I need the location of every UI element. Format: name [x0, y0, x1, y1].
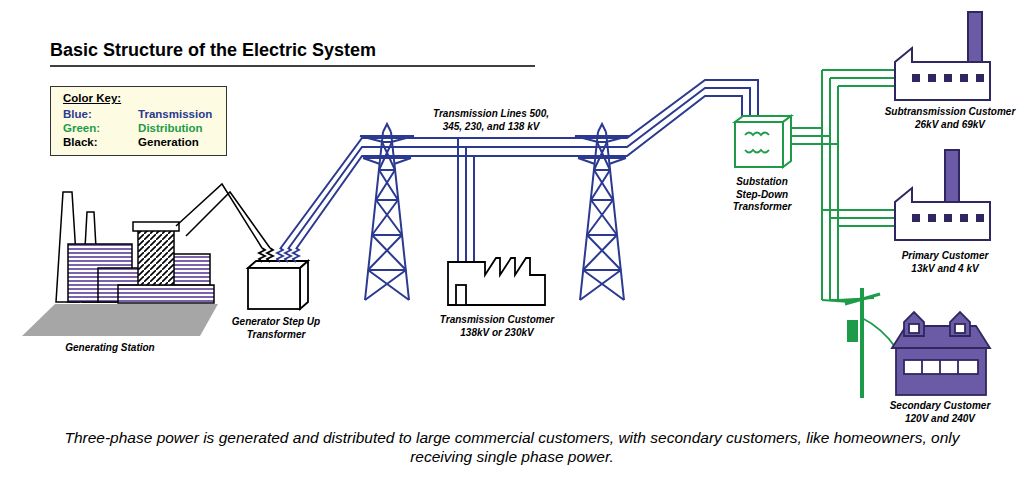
subtransmission-factory	[928, 74, 936, 82]
generating-station	[118, 285, 214, 303]
step-down-transformer	[735, 122, 783, 167]
subtransmission-factory	[960, 74, 968, 82]
subtransmission-factory	[976, 74, 984, 82]
house	[892, 312, 990, 395]
key-entry: Black:	[63, 136, 100, 148]
distribution-pole	[847, 320, 858, 342]
step-down-transformer	[735, 116, 791, 167]
step-up-transformer	[248, 248, 308, 309]
component-label: Primary Customer 13kV and 4 kV	[895, 250, 995, 275]
generating-station	[176, 184, 262, 248]
diagram-title: Basic Structure of the Electric System	[50, 40, 376, 61]
subtransmission-factory	[895, 12, 990, 100]
house	[909, 324, 919, 333]
subtransmission-factory	[895, 48, 990, 100]
component-label: Generating Station	[40, 342, 180, 355]
step-up-transformer	[259, 248, 273, 262]
generating-station	[22, 184, 270, 336]
primary-factory	[960, 214, 968, 222]
component-label: Subtransmission Customer 26kV and 69kV	[882, 106, 1018, 131]
primary-factory	[976, 214, 984, 222]
transmission-customer-factory	[448, 258, 545, 305]
transmission-tower	[360, 124, 414, 300]
generating-station	[172, 254, 210, 286]
subtransmission-factory	[944, 74, 952, 82]
distribution-lines	[822, 70, 895, 86]
key-entry: Generation	[138, 136, 212, 148]
generating-station	[133, 222, 179, 231]
distribution-pole	[862, 318, 896, 348]
step-up-transformer	[277, 248, 299, 262]
transmission-lines	[280, 80, 758, 262]
generating-station	[22, 304, 218, 336]
transmission-lines	[296, 96, 742, 249]
house	[955, 324, 965, 333]
key-heading: Color Key:	[63, 92, 212, 104]
step-up-transformer	[248, 268, 300, 309]
step-down-transformer	[745, 133, 769, 153]
distribution-pole	[860, 288, 864, 398]
primary-factory	[895, 188, 990, 240]
distribution-lines	[822, 210, 895, 226]
primary-factory	[945, 150, 959, 202]
step-up-transformer	[248, 261, 308, 268]
transmission-lines	[458, 138, 474, 262]
house	[922, 360, 958, 374]
step-down-transformer	[783, 116, 791, 167]
distribution-lines	[822, 70, 838, 300]
distribution-pole	[845, 294, 880, 304]
step-up-transformer	[300, 261, 308, 309]
key-entry: Distribution	[138, 122, 212, 134]
component-label: Secondary Customer 120V and 240V	[884, 400, 996, 425]
primary-factory	[912, 214, 984, 222]
key-entry: Green:	[63, 122, 100, 134]
generating-station	[138, 230, 174, 286]
transmission-lines	[288, 88, 750, 249]
subtransmission-factory	[912, 74, 920, 82]
subtransmission-factory	[912, 74, 984, 82]
component-label: Substation Step-Down Transformer	[726, 176, 798, 214]
transmission-tower	[575, 124, 629, 300]
distribution-lines	[791, 70, 895, 302]
house	[950, 312, 970, 336]
house	[904, 312, 924, 336]
primary-factory	[895, 150, 990, 240]
key-entry: Blue:	[63, 108, 100, 120]
component-label: Generator Step Up Transformer	[230, 316, 322, 341]
subtransmission-factory	[968, 12, 982, 62]
primary-factory	[912, 214, 920, 222]
distribution-pole	[845, 288, 896, 398]
color-key-box: Color Key: Blue: TransmissionGreen: Distrib…	[50, 86, 227, 156]
house	[896, 346, 986, 395]
component-label: Transmission Customer 138kV or 230kV	[436, 314, 558, 339]
transmission-lines	[280, 80, 758, 249]
key-entry: Transmission	[138, 108, 212, 120]
generating-station	[186, 192, 270, 248]
transmission-customer-factory	[448, 258, 545, 305]
house	[904, 360, 978, 374]
primary-factory	[928, 214, 936, 222]
figure-caption: Three-phase power is generated and distr…	[60, 428, 964, 467]
transmission-customer-factory	[456, 285, 466, 305]
title-underline	[50, 65, 535, 67]
primary-factory	[944, 214, 952, 222]
component-label: Transmission Lines 500, 345, 230, and 13…	[430, 108, 552, 133]
